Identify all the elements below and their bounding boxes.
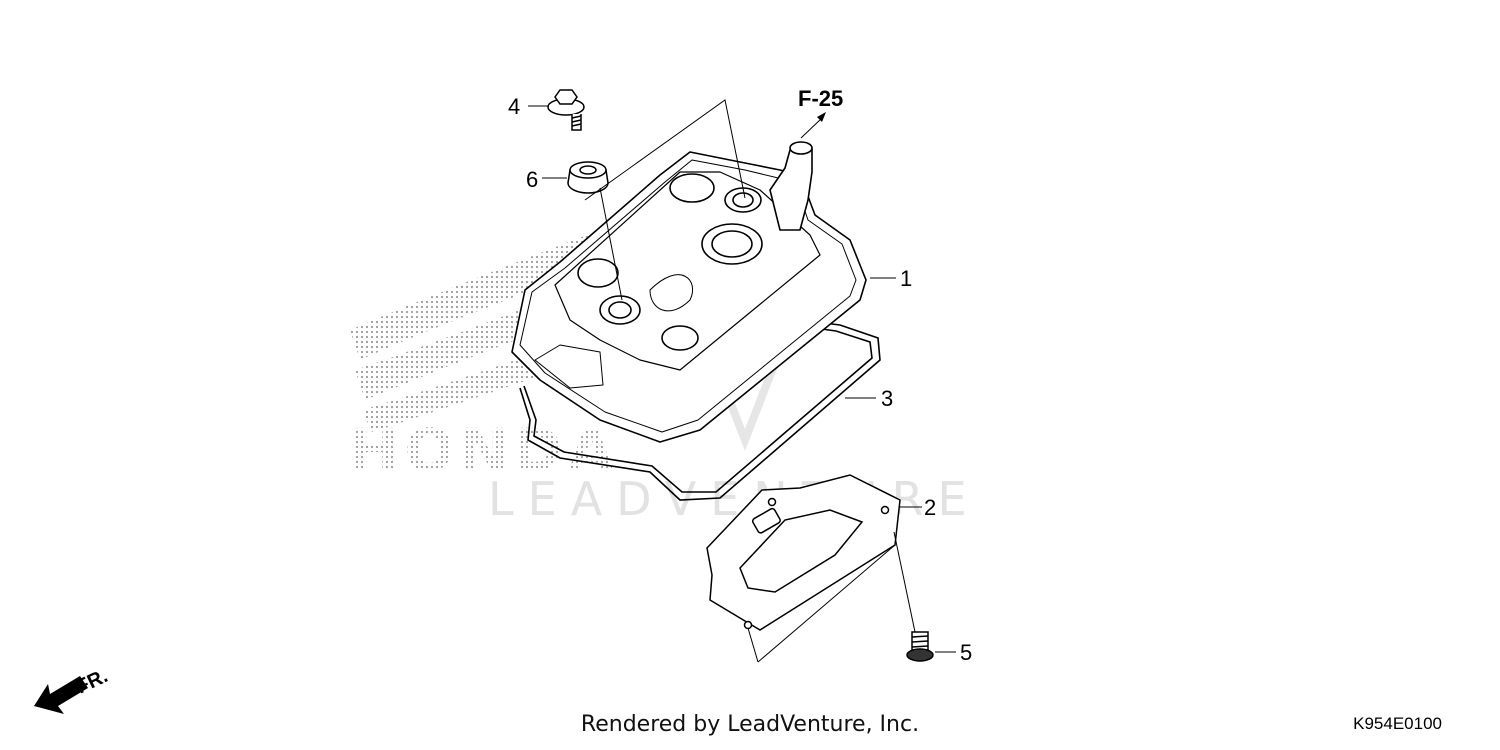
callout-5: 5	[960, 640, 972, 665]
front-direction-arrow-icon: FR.	[34, 665, 111, 714]
part-5-bolt	[906, 631, 934, 662]
callout-2: 2	[924, 495, 936, 520]
reference-label-f25: F-25	[798, 86, 843, 111]
honda-watermark-text: HONDA	[350, 416, 619, 484]
part-3-gasket	[519, 319, 881, 501]
leader-lines	[528, 99, 956, 663]
part-2-gasket-plate	[706, 474, 901, 631]
f25-arrow-head	[817, 112, 826, 122]
callout-4: 4	[508, 94, 520, 119]
leadventure-watermark-text: LEADVENTURE	[488, 472, 981, 526]
part-1-cylinder-head-cover	[511, 141, 867, 443]
part-4-bolt	[547, 89, 585, 131]
callout-6: 6	[526, 167, 538, 192]
diagram-code: K954E0100	[1353, 714, 1442, 733]
callout-3: 3	[881, 386, 893, 411]
rendered-by-text: Rendered by LeadVenture, Inc.	[580, 712, 920, 737]
callout-1: 1	[900, 266, 912, 291]
part-6-grommet	[567, 161, 609, 194]
